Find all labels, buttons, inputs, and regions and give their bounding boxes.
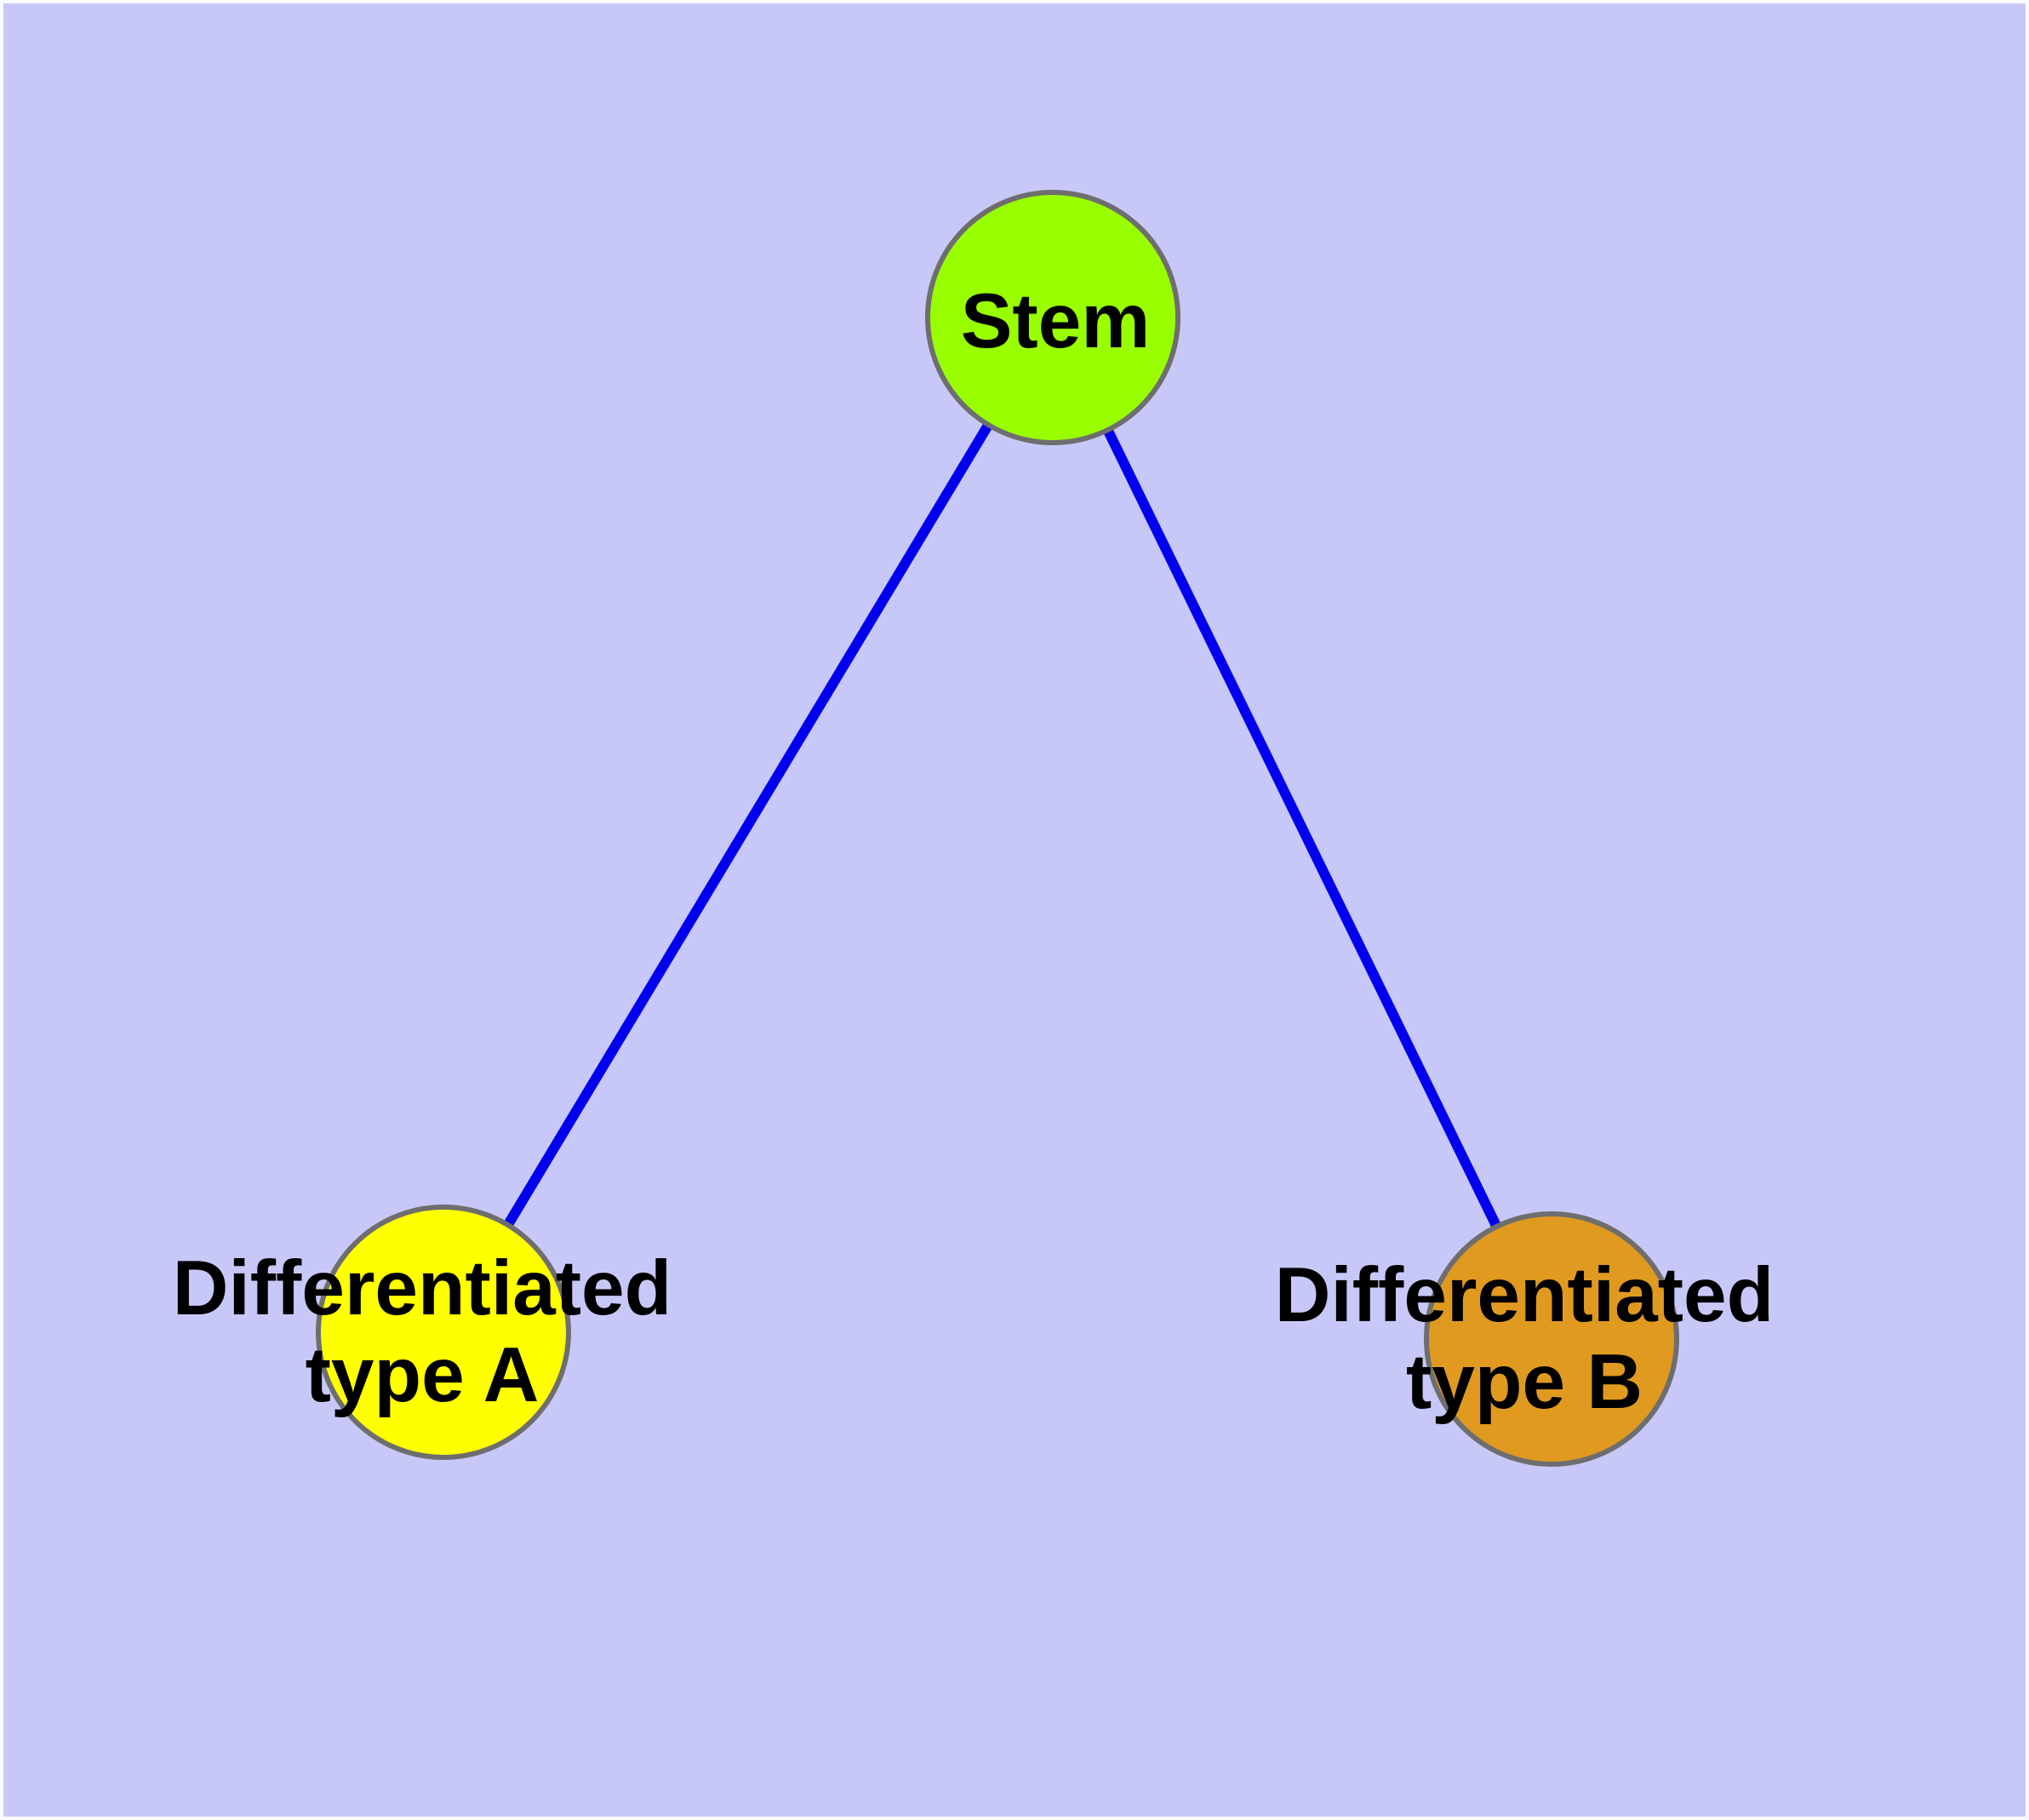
node-type-a-circle: [316, 1205, 571, 1460]
edge-stem-to-type-b: [1048, 315, 1557, 1342]
node-type-b-circle: [1424, 1211, 1679, 1467]
edge-stem-to-type-a: [438, 314, 1058, 1336]
node-stem-circle: [925, 190, 1180, 445]
